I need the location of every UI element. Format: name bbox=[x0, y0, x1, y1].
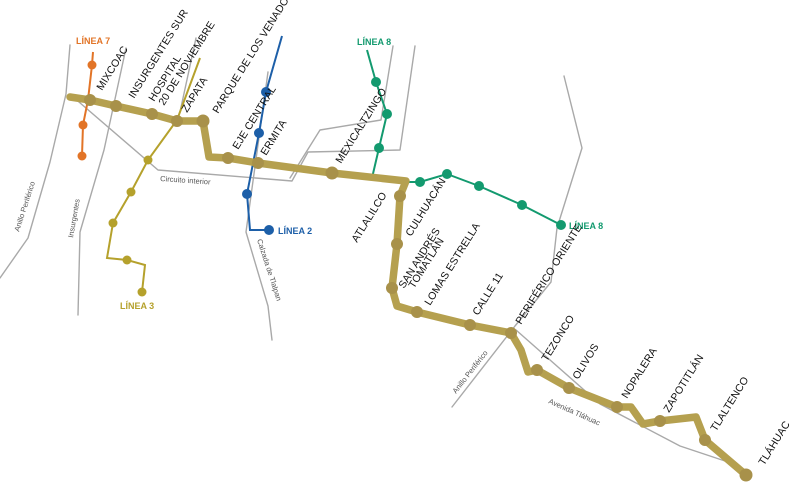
label-calzada-tlalpan: Calzada de Tlalpan bbox=[255, 238, 283, 302]
label-mixcoac: MIXCOAC bbox=[94, 44, 131, 93]
line-labels: LÍNEA 7 LÍNEA 3 LÍNEA 2 LÍNEA 8 LÍNEA 8 bbox=[76, 36, 603, 311]
station-lomas-estrella[interactable] bbox=[411, 306, 423, 318]
label-culhuacan: CULHUACÁN bbox=[403, 176, 449, 239]
label-linea-7: LÍNEA 7 bbox=[76, 36, 110, 46]
linea-8-station bbox=[556, 220, 566, 230]
station-san-andres-tomatlan[interactable] bbox=[386, 282, 398, 294]
label-circuito-interior: Circuito interior bbox=[160, 174, 211, 187]
label-linea-8-north: LÍNEA 8 bbox=[357, 37, 391, 47]
station-tlahuac[interactable] bbox=[739, 468, 753, 482]
label-anillo-periferico-west: Anillo Periférico bbox=[12, 180, 37, 232]
station-ermita[interactable] bbox=[252, 157, 264, 169]
label-linea-8-east: LÍNEA 8 bbox=[569, 221, 603, 231]
label-nopalera: NOPALERA bbox=[619, 346, 659, 401]
road-anillo-periferico-west bbox=[0, 44, 71, 279]
road-anillo-periferico-east bbox=[451, 75, 583, 408]
road-calzada-tlalpan bbox=[245, 71, 273, 341]
linea-8-station bbox=[374, 143, 384, 153]
station-zapata[interactable] bbox=[171, 115, 183, 127]
station-eje-central[interactable] bbox=[222, 152, 234, 164]
station-periferico-oriente[interactable] bbox=[505, 327, 517, 339]
road-mexicaltzingo-north bbox=[289, 45, 394, 179]
linea-8-station bbox=[371, 77, 381, 87]
station-nopalera[interactable] bbox=[611, 401, 623, 413]
station-hospital-20-noviembre[interactable] bbox=[146, 108, 158, 120]
station-parque-de-los-venados[interactable] bbox=[196, 114, 210, 128]
linea-3-station bbox=[122, 255, 132, 265]
label-tlahuac: TLÁHUAC bbox=[756, 418, 794, 467]
label-olivos: OLIVOS bbox=[570, 342, 601, 382]
station-calle-11[interactable] bbox=[464, 319, 476, 331]
station-mixcoac[interactable] bbox=[84, 94, 96, 106]
label-zapotitlan: ZAPOTITLÁN bbox=[661, 352, 707, 415]
linea-7-station bbox=[78, 120, 88, 130]
linea-2-station bbox=[261, 87, 271, 97]
linea-3-station bbox=[137, 287, 147, 297]
station-tezonco[interactable] bbox=[531, 364, 543, 376]
label-tezonco: TEZONCO bbox=[539, 313, 577, 363]
road-insurgentes bbox=[77, 47, 127, 316]
label-linea-3: LÍNEA 3 bbox=[120, 301, 154, 311]
linea-3-station bbox=[143, 155, 153, 165]
label-parque-de-los-venados: PARQUE DE LOS VENADOS bbox=[210, 0, 295, 116]
station-culhuacan[interactable] bbox=[391, 238, 403, 250]
linea-7-station bbox=[77, 151, 87, 161]
linea-12-stations bbox=[84, 94, 753, 482]
linea-12-track bbox=[66, 93, 750, 479]
station-olivos[interactable] bbox=[563, 382, 575, 394]
linea-8-station bbox=[442, 169, 452, 179]
linea-7-station bbox=[87, 60, 97, 70]
label-linea-2: LÍNEA 2 bbox=[278, 226, 312, 236]
linea-3-station bbox=[108, 218, 118, 228]
road-labels: Anillo Periférico Insurgentes Circuito i… bbox=[12, 174, 602, 428]
label-atlalilco: ATLALILCO bbox=[349, 190, 389, 244]
station-atlalilco[interactable] bbox=[394, 190, 406, 202]
linea-8-station bbox=[382, 109, 392, 119]
linea-2-station bbox=[242, 189, 252, 199]
station-insurgentes-sur[interactable] bbox=[110, 100, 122, 112]
label-calle-11: CALLE 11 bbox=[470, 271, 506, 318]
linea-3-station bbox=[126, 187, 136, 197]
station-tlaltenco[interactable] bbox=[699, 434, 711, 446]
road-zapata-north bbox=[179, 37, 197, 113]
linea-8-station bbox=[415, 177, 425, 187]
label-tlaltenco: TLALTENCO bbox=[708, 375, 751, 434]
station-mexicaltzingo[interactable] bbox=[325, 166, 339, 180]
station-zapotitlan[interactable] bbox=[654, 415, 666, 427]
connecting-lines bbox=[77, 35, 566, 297]
station-labels: MIXCOAC INSURGENTES SUR HOSPITAL 20 DE N… bbox=[94, 0, 793, 468]
linea-2-station bbox=[264, 225, 274, 235]
label-periferico-oriente: PERIFÉRICO ORIENTE bbox=[513, 222, 585, 327]
label-ermita: ERMITA bbox=[258, 118, 289, 158]
linea-8-station bbox=[474, 181, 484, 191]
label-anillo-periferico-east: Anillo Periférico bbox=[450, 349, 489, 396]
linea-2-station bbox=[254, 128, 264, 138]
linea-8-station bbox=[517, 200, 527, 210]
